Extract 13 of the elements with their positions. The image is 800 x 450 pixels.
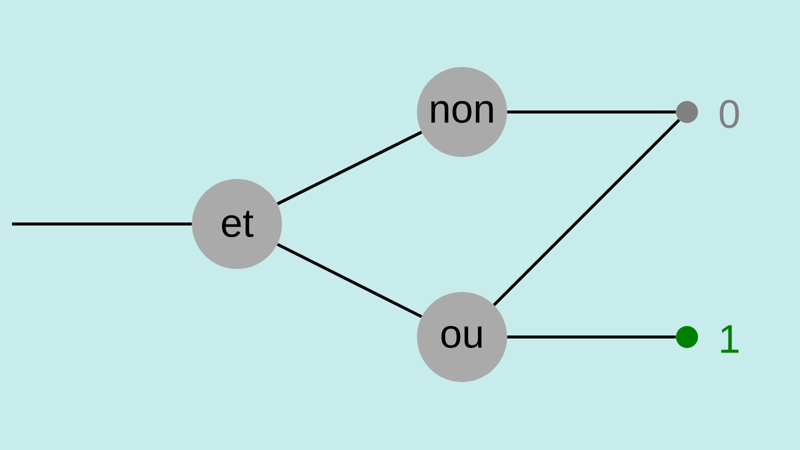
connector-line — [12, 222, 192, 226]
connector-line — [276, 242, 422, 318]
connector-line — [507, 110, 676, 114]
dot — [676, 326, 698, 348]
connector-line — [507, 336, 676, 338]
circle-node: et — [192, 179, 282, 269]
output-label: 0 — [720, 100, 739, 128]
circle-node: ou — [417, 292, 507, 382]
connector-line — [276, 130, 422, 206]
connector-line — [492, 118, 680, 306]
circle-node: non — [417, 67, 507, 157]
output-label: 1 — [721, 325, 738, 353]
dot — [676, 101, 698, 123]
